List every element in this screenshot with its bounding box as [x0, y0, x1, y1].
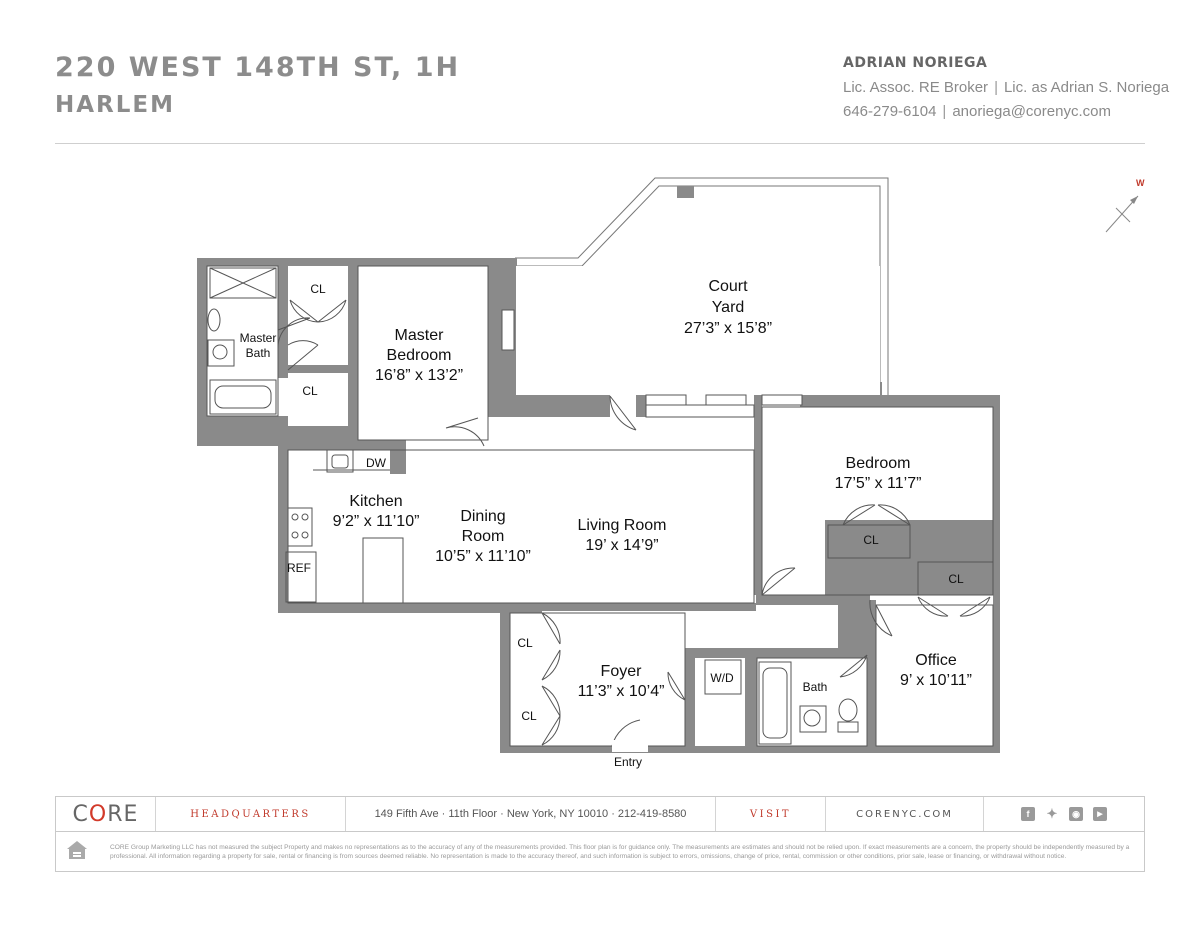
- footer: CORE HEADQUARTERS 149 Fifth Ave · 11th F…: [55, 796, 1145, 872]
- closet-label: CL: [517, 636, 533, 650]
- website-cell[interactable]: CORENYC.COM: [826, 797, 984, 831]
- living-room-dims: 19’ x 14’9”: [585, 537, 658, 554]
- closet-label: CL: [302, 384, 318, 398]
- hq-address-cell: 149 Fifth Ave · 11th Floor · New York, N…: [346, 797, 716, 831]
- divider: |: [942, 103, 947, 120]
- divider: |: [994, 79, 998, 96]
- hq-label: HEADQUARTERS: [190, 808, 311, 820]
- core-logo[interactable]: CORE: [56, 797, 156, 831]
- dining-room-label: Room: [462, 528, 505, 545]
- visit-label: VISIT: [749, 808, 792, 820]
- youtube-icon[interactable]: ▶: [1093, 807, 1107, 821]
- master-bath-label: Master: [240, 331, 277, 345]
- bedroom-label: Bedroom: [846, 455, 911, 472]
- door-swings: [277, 299, 991, 747]
- facebook-icon[interactable]: f: [1021, 807, 1035, 821]
- closet-label: CL: [310, 282, 326, 296]
- listing-address: 220 WEST 148TH ST, 1H: [55, 52, 461, 83]
- court-yard-label: Court: [708, 278, 748, 295]
- neighborhood: HARLEM: [55, 92, 176, 118]
- dining-room-label: Dining: [460, 508, 505, 525]
- agent-license: Lic. as Adrian S. Noriega: [1003, 79, 1170, 96]
- office-dims: 9’ x 10’11”: [900, 672, 972, 689]
- entry-label: Entry: [614, 755, 642, 769]
- court-yard-label: Yard: [712, 299, 745, 316]
- agent-email[interactable]: anoriega@corenyc.com: [952, 103, 1111, 120]
- foyer-label: Foyer: [601, 663, 643, 680]
- visit-label-cell: VISIT: [716, 797, 826, 831]
- room-fills: [207, 266, 993, 746]
- header-divider: [55, 143, 1145, 144]
- agent-title: Lic. Assoc. RE Broker: [843, 79, 989, 96]
- floor-plan: W: [197, 177, 1145, 769]
- master-bedroom-label: Master: [395, 327, 445, 344]
- website-link[interactable]: CORENYC.COM: [856, 808, 953, 820]
- instagram-icon[interactable]: ◉: [1069, 807, 1083, 821]
- refrigerator-label: REF: [287, 561, 311, 575]
- living-room-label: Living Room: [578, 517, 667, 534]
- entry-opening: [612, 740, 648, 752]
- agent-name: ADRIAN NORIEGA: [843, 55, 988, 71]
- foyer-dims: 11’3” x 10’4”: [578, 683, 665, 700]
- kitchen-dims: 9’2” x 11’10”: [333, 513, 420, 530]
- fixtures: [207, 267, 994, 745]
- office-label: Office: [915, 652, 957, 669]
- dishwasher-label: DW: [366, 456, 387, 470]
- court-yard-dims: 27’3” x 15’8”: [684, 320, 772, 337]
- master-bedroom-dims: 16’8” x 13’2”: [375, 367, 463, 384]
- courtyard-fixture: [677, 186, 694, 198]
- agent-credentials: Lic. Assoc. RE Broker | Lic. as Adrian S. …: [843, 79, 1169, 96]
- agent-phone[interactable]: 646-279-6104: [843, 103, 937, 120]
- legal-disclaimer: CORE Group Marketing LLC has not measure…: [110, 844, 1130, 860]
- master-bath-label: Bath: [246, 346, 271, 360]
- twitter-icon[interactable]: ✦: [1046, 806, 1058, 821]
- equal-housing-icon: [67, 841, 87, 859]
- agent-contact: 646-279-6104 | anoriega@corenyc.com: [843, 103, 1111, 120]
- closet-label: CL: [521, 709, 537, 723]
- kitchen-label: Kitchen: [349, 493, 402, 510]
- windows: [501, 309, 803, 418]
- hq-label-cell: HEADQUARTERS: [156, 797, 346, 831]
- hq-address: 149 Fifth Ave · 11th Floor · New York, N…: [374, 808, 687, 820]
- social-links: f ✦ ◉ ▶: [984, 797, 1144, 831]
- room-outlines: [206, 265, 994, 747]
- master-bedroom-label: Bedroom: [387, 347, 452, 364]
- bath-label: Bath: [803, 680, 828, 694]
- footer-bar: CORE HEADQUARTERS 149 Fifth Ave · 11th F…: [56, 797, 1144, 832]
- closet-label: CL: [948, 572, 964, 586]
- core-logo-text: CORE: [72, 801, 139, 827]
- dining-room-dims: 10’5” x 11’10”: [435, 548, 531, 565]
- closet-label: CL: [863, 533, 879, 547]
- washer-dryer-label: W/D: [710, 671, 734, 685]
- compass-arrow-icon: W: [1105, 178, 1145, 233]
- bedroom-dims: 17’5” x 11’7”: [835, 475, 922, 492]
- compass-label: W: [1136, 178, 1145, 188]
